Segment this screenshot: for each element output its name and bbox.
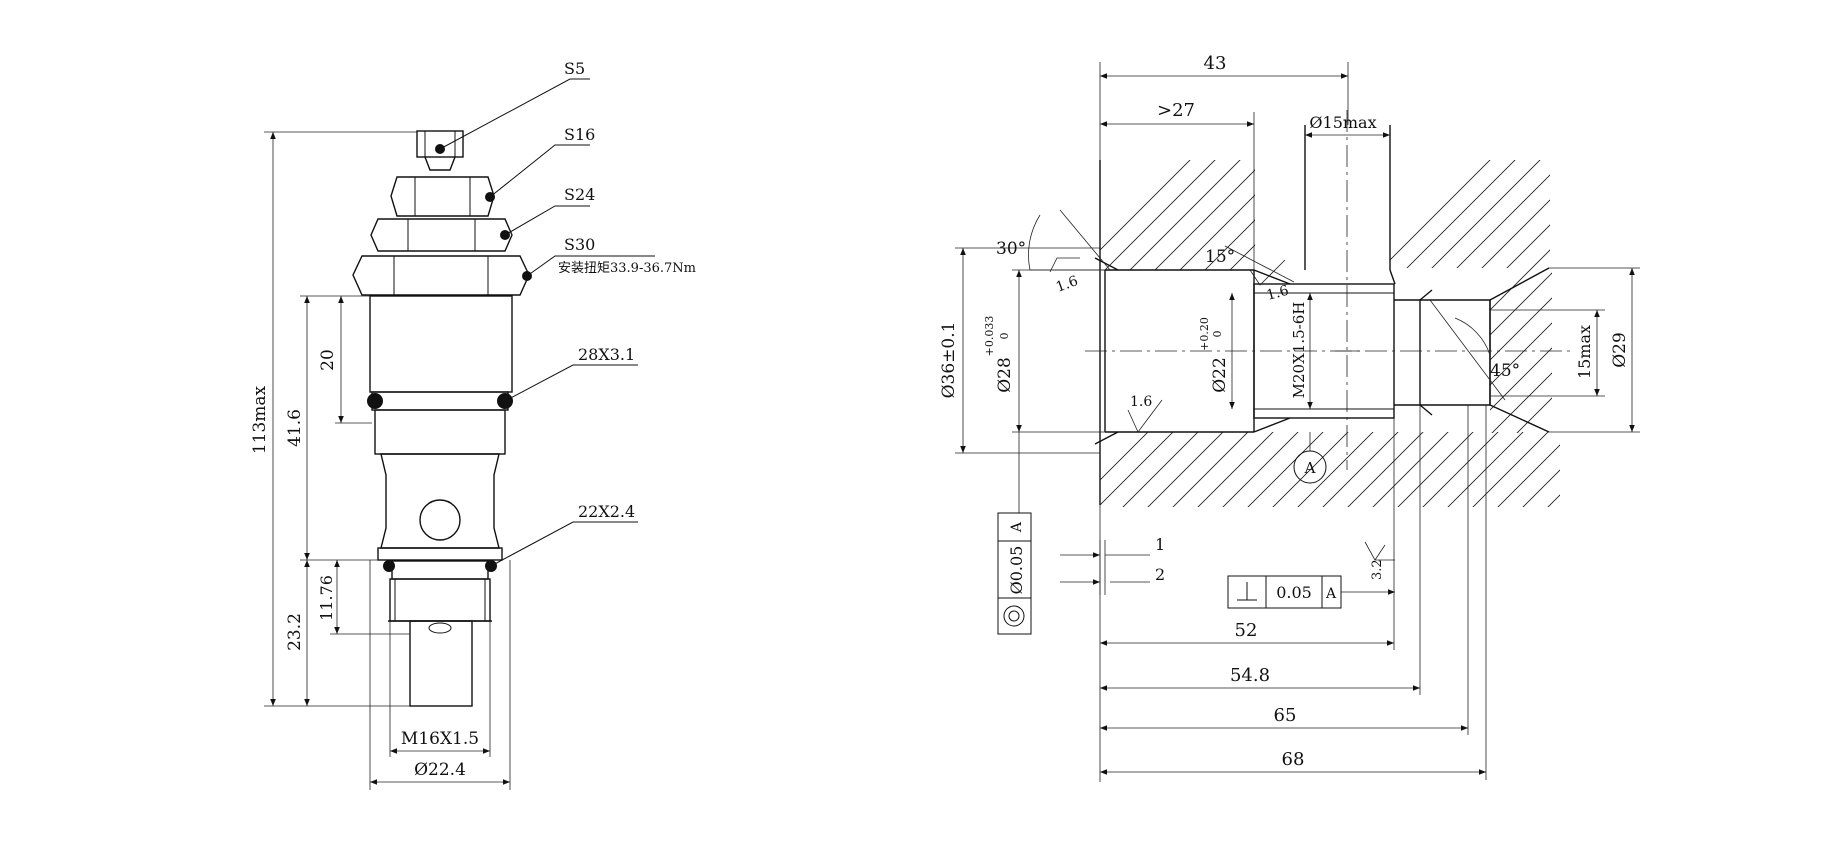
dim-23.2: 23.2 [285, 613, 305, 651]
label-s5: S5 [564, 59, 585, 78]
label-s16: S16 [564, 125, 595, 144]
hatching-right-pocket [1490, 268, 1552, 433]
dim-dia-22-tol-up: +0.20 [1198, 317, 1211, 351]
concentricity-symbol-icon [1003, 605, 1025, 627]
nut-s30 [352, 255, 530, 296]
perp-ref: A [1325, 586, 1337, 602]
dim-dia-22-tol-lo: 0 [1211, 331, 1224, 338]
label-oring-1: 28X3.1 [578, 345, 635, 364]
concentricity-tol: Ø0.05 [1007, 546, 1026, 595]
angle-45: 45° [1490, 361, 1520, 381]
o-ring-28x3.1-left [367, 393, 383, 409]
dim-41.6: 41.6 [285, 409, 305, 447]
concentricity-frame [997, 512, 1032, 635]
dim-dia-28-tol-lo: 0 [998, 333, 1011, 340]
datum-a-text: A [1304, 459, 1316, 477]
dim-dia-29: Ø29 [1610, 332, 1630, 368]
dim-dia-36: Ø36±0.1 [939, 322, 959, 399]
hatching-top-left [1100, 160, 1255, 270]
dim-15max: 15max [1575, 325, 1594, 379]
hatching-top-right [1390, 160, 1550, 268]
dim-11.76: 11.76 [317, 575, 336, 621]
dim-65: 65 [1274, 705, 1297, 726]
cartridge-side-view: S5 S16 S24 S30 安装扭矩33.9-36.7Nm 28X3.1 22… [250, 59, 696, 790]
angle-30: 30° [996, 239, 1026, 259]
dim-52: 52 [1235, 620, 1258, 641]
perp-tol: 0.05 [1276, 583, 1312, 602]
nut-s24 [370, 218, 513, 252]
roughness-3.2: 3.2 [1370, 559, 1385, 580]
dim-20: 20 [318, 349, 338, 371]
dim-m16x1.5: M16X1.5 [401, 729, 479, 749]
label-s30: S30 [564, 235, 595, 254]
dim-m20-thread: M20X1.5-6H [1290, 302, 1308, 399]
roughness-1.6-a: 1.6 [1054, 273, 1080, 296]
adjust-screw [416, 130, 464, 158]
o-ring-22x2.4-left [383, 560, 395, 572]
dim-dia-22.4: Ø22.4 [414, 760, 466, 780]
nut-s16 [390, 176, 495, 217]
thread-section [389, 578, 491, 622]
label-s24: S24 [564, 185, 595, 204]
dim-54.8: 54.8 [1230, 665, 1270, 686]
dim-113max: 113max [250, 385, 270, 454]
spool-nose [409, 620, 473, 707]
dim-dia-15max: Ø15max [1309, 113, 1376, 132]
cross-port [419, 499, 461, 541]
dim-68: 68 [1282, 749, 1305, 770]
cavity-section-view: 30° 15° 45° 1.6 1.6 1.6 3.2 A 43 >27 Ø15… [939, 53, 1640, 782]
dim-dia-28-tol-up: +0.033 [983, 316, 996, 357]
valve-body [369, 295, 513, 393]
dim-43: 43 [1204, 53, 1227, 74]
roughness-1.6-c: 1.6 [1130, 394, 1152, 410]
label-torque: 安装扭矩33.9-36.7Nm [558, 261, 696, 276]
dim-gt27: >27 [1157, 100, 1195, 121]
roughness-1.6-b: 1.6 [1265, 283, 1291, 304]
dim-dia-22: Ø22 [1210, 357, 1230, 393]
concentricity-ref: A [1009, 521, 1025, 533]
dim-2: 2 [1155, 565, 1165, 584]
label-oring-2: 22X2.4 [578, 502, 635, 521]
angle-15: 15° [1205, 247, 1235, 267]
hatching-bottom [1100, 432, 1560, 507]
dim-1: 1 [1155, 535, 1165, 554]
dim-dia-28: Ø28 [995, 357, 1015, 393]
